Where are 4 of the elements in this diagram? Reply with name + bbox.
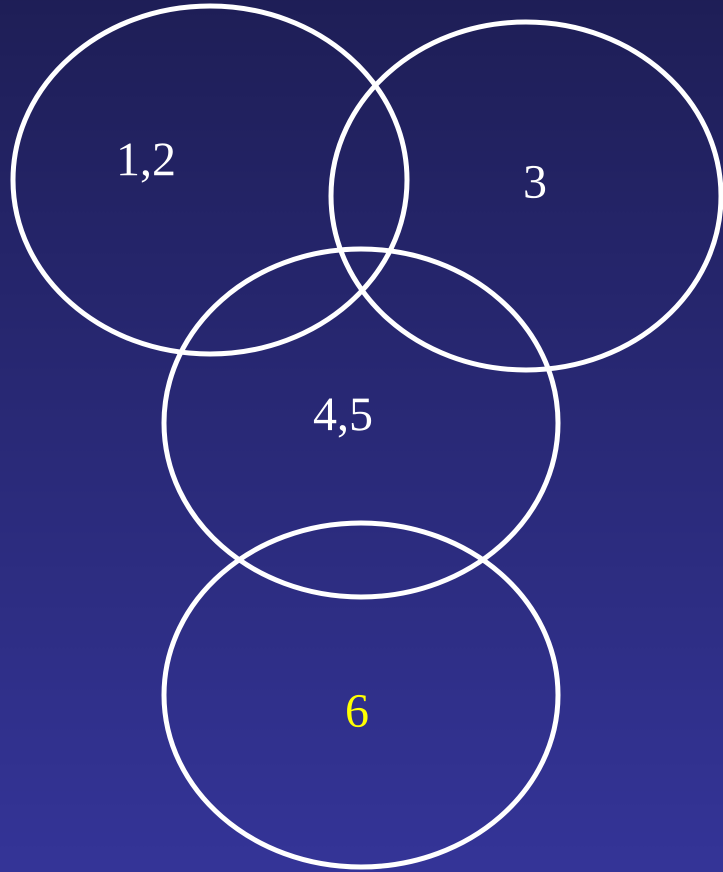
number-label: 6 xyxy=(347,694,368,728)
number-label: 4,5 xyxy=(314,398,372,438)
number-label: 3 xyxy=(525,166,546,198)
number-label: 1,2 xyxy=(120,143,174,183)
